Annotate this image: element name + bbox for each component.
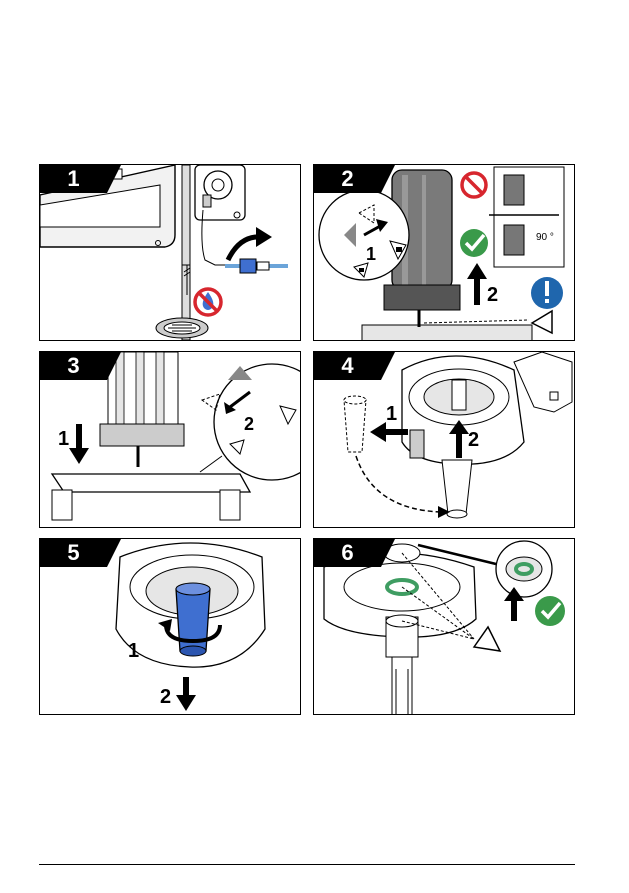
unlock-icon bbox=[396, 247, 402, 252]
drain-icon bbox=[156, 318, 208, 338]
step-number-4: 4 bbox=[314, 352, 381, 380]
step-number-2: 2 bbox=[314, 165, 381, 193]
svg-text:1: 1 bbox=[58, 428, 69, 450]
step-panel-1: 1 bbox=[39, 164, 301, 341]
svg-text:1: 1 bbox=[366, 244, 376, 264]
svg-text:90 °: 90 ° bbox=[536, 232, 554, 243]
svg-text:2: 2 bbox=[487, 284, 498, 306]
svg-text:2: 2 bbox=[244, 414, 254, 434]
step-panel-6: 6 bbox=[313, 538, 575, 715]
step-panel-5: 5 1 2 bbox=[39, 538, 301, 715]
exclamation-icon bbox=[531, 277, 563, 309]
check-icon bbox=[460, 229, 488, 257]
check-icon bbox=[535, 596, 565, 626]
eye-icon bbox=[532, 311, 552, 333]
step-number-1: 1 bbox=[40, 165, 107, 193]
step-number-5: 5 bbox=[40, 539, 107, 567]
svg-text:1: 1 bbox=[386, 403, 397, 425]
svg-text:2: 2 bbox=[160, 686, 171, 708]
svg-text:2: 2 bbox=[468, 429, 479, 451]
svg-text:1: 1 bbox=[128, 640, 139, 662]
no-water-icon bbox=[195, 289, 221, 315]
step-panel-3: 3 1 2 bbox=[39, 351, 301, 528]
step-panel-2: 2 1 2 90 ° bbox=[313, 164, 575, 341]
lock-icon bbox=[359, 268, 364, 272]
step-number-3: 3 bbox=[40, 352, 107, 380]
step-number-6: 6 bbox=[314, 539, 381, 567]
step-panel-4: 4 1 2 bbox=[313, 351, 575, 528]
eye-icon bbox=[474, 627, 500, 651]
prohibit-icon bbox=[462, 173, 486, 197]
footer-divider bbox=[39, 864, 575, 865]
